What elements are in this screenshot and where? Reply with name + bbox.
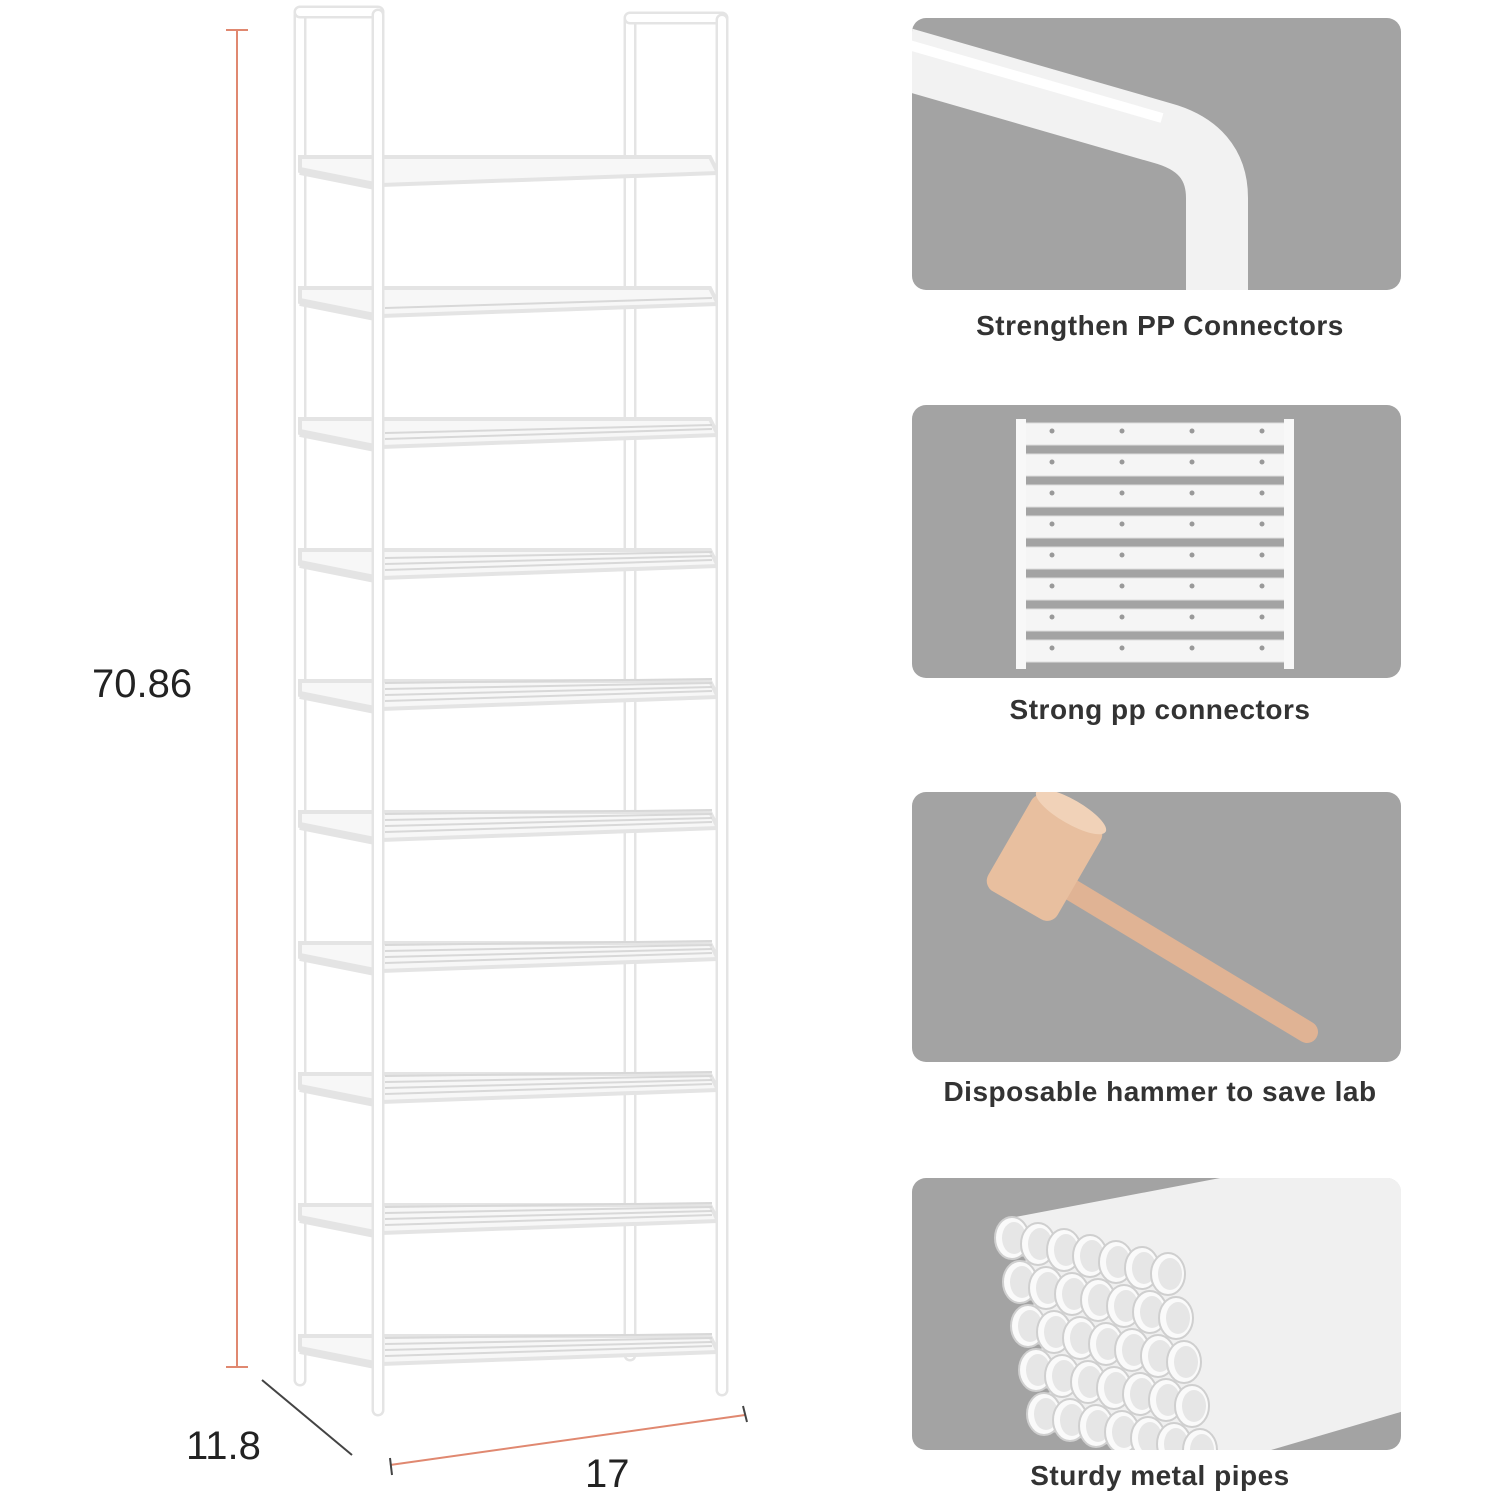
connector-bar bbox=[1019, 577, 1291, 601]
feature-caption: Sturdy metal pipes bbox=[1030, 1460, 1290, 1491]
rack-shelf bbox=[298, 286, 722, 322]
height-dimension-label: 70.86 bbox=[92, 662, 193, 706]
feature-caption: Disposable hammer to save lab bbox=[943, 1076, 1377, 1107]
connector-bar bbox=[1019, 608, 1291, 632]
feature-panel-pipes bbox=[912, 1178, 1401, 1450]
connector-bar bbox=[1019, 453, 1291, 477]
width-dimension-label: 17 bbox=[585, 1452, 630, 1496]
pipe bbox=[1194, 1370, 1401, 1450]
rack-shelf bbox=[298, 940, 722, 977]
depth-dimension-line bbox=[261, 1379, 353, 1456]
connector-bar bbox=[1019, 639, 1291, 663]
connector-bar bbox=[1019, 546, 1291, 570]
connector-bar bbox=[1019, 484, 1291, 508]
feature-panel-hammer bbox=[912, 792, 1401, 1062]
pipes-bundle-image bbox=[994, 1178, 1401, 1450]
connector-corner-image bbox=[912, 28, 1248, 290]
rack-shelf bbox=[298, 678, 722, 715]
rack-shelf bbox=[298, 155, 722, 191]
width-dimension-line bbox=[389, 1414, 746, 1466]
rack-shelf bbox=[298, 809, 722, 846]
rack-shelf bbox=[298, 1333, 722, 1370]
shoe-rack-illustration bbox=[226, 5, 748, 1476]
connector-bar bbox=[1019, 422, 1291, 446]
feature-panel-connector bbox=[912, 18, 1401, 290]
wooden-hammer-image bbox=[986, 792, 1318, 1043]
rack-shelf bbox=[298, 417, 722, 453]
feature-caption: Strengthen PP Connectors bbox=[976, 310, 1344, 341]
connector-bar bbox=[1019, 515, 1291, 539]
rack-shelf bbox=[298, 1202, 722, 1239]
rack-shelf bbox=[298, 548, 722, 584]
depth-dimension-label: 11.8 bbox=[186, 1424, 261, 1468]
rack-shelf bbox=[298, 1071, 722, 1108]
feature-panel-connectors bbox=[912, 405, 1401, 678]
feature-caption: Strong pp connectors bbox=[1009, 694, 1311, 725]
connectors-stack-image bbox=[1016, 419, 1294, 669]
